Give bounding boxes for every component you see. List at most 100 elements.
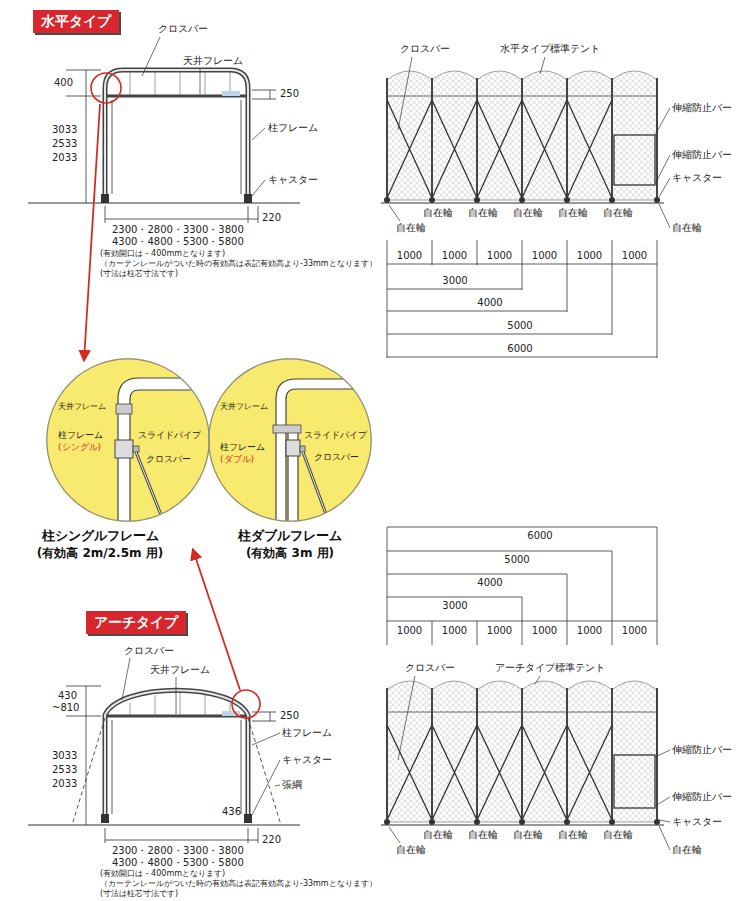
detail-circle: 天井フレーム柱フレーム(シングル)スライドパイプクロスバー柱シングルフレーム(有… bbox=[46, 358, 210, 522]
section-banner: アーチタイプ bbox=[86, 611, 186, 634]
note-text: (有効開口は－400mmとなります) bbox=[100, 869, 225, 879]
tent-side-view bbox=[429, 197, 435, 203]
tent-side-view bbox=[387, 681, 657, 822]
tent-side-view bbox=[614, 755, 655, 808]
circle-outline bbox=[47, 359, 209, 521]
part-label: 自在輪 bbox=[603, 829, 633, 841]
dimension-label: 436 bbox=[222, 806, 241, 818]
part-label: アーチタイプ標準テント bbox=[495, 662, 605, 674]
tent-side-view bbox=[387, 78, 657, 200]
dimension-label: 1000 bbox=[577, 250, 602, 262]
leader-line bbox=[389, 57, 670, 228]
part-label: 自在輪 bbox=[558, 207, 588, 219]
single-post-detail bbox=[115, 378, 215, 530]
tent-frame-arch bbox=[112, 720, 241, 814]
tent-frame-front bbox=[130, 71, 230, 95]
dimension-label: 1000 bbox=[442, 250, 467, 262]
tent-frame-front bbox=[101, 70, 252, 203]
dimension-label: 250 bbox=[280, 88, 299, 100]
highlight-arrow bbox=[232, 690, 260, 718]
part-label: 自在輪 bbox=[513, 829, 543, 841]
double-post-detail bbox=[273, 379, 375, 530]
dimension-label: 3033 bbox=[52, 124, 77, 136]
detail-caption: (有効高 2m/2.5m 用) bbox=[10, 546, 190, 560]
tent-side-view bbox=[564, 197, 570, 203]
double-post-detail bbox=[273, 425, 301, 433]
tent-frame-front bbox=[244, 194, 252, 203]
dimension-label: 2033 bbox=[52, 152, 77, 164]
dimension-label: 4000 bbox=[477, 297, 502, 309]
dimension-label: 1000 bbox=[442, 625, 467, 637]
dimension-label: 2533 bbox=[52, 764, 77, 776]
dimension-line bbox=[387, 240, 657, 358]
tent-side-view bbox=[654, 197, 660, 203]
dimension-label: 3033 bbox=[52, 750, 77, 762]
part-label: 天井フレーム bbox=[150, 664, 210, 676]
detail-caption: (有効高 3m 用) bbox=[200, 546, 380, 560]
part-label: 自在輪 bbox=[468, 207, 498, 219]
tent-frame-front bbox=[222, 91, 240, 96]
double-post-detail bbox=[303, 452, 330, 525]
part-label: 柱フレーム bbox=[58, 430, 103, 441]
tent-frame-arch bbox=[105, 690, 248, 822]
dimension-label: 5000 bbox=[507, 320, 532, 332]
dimension-label: 6000 bbox=[527, 530, 552, 542]
section-title: アーチタイプ bbox=[94, 614, 178, 631]
tent-frame-arch bbox=[101, 814, 109, 823]
dimension-line bbox=[105, 206, 258, 223]
single-post-detail bbox=[133, 446, 139, 452]
dimension-label: 1000 bbox=[487, 625, 512, 637]
dimension-label: 2033 bbox=[52, 778, 77, 790]
part-label: 自在輪 bbox=[396, 844, 426, 856]
dimension-line bbox=[387, 527, 657, 645]
part-label: クロスバー bbox=[405, 662, 455, 674]
part-label: 自在輪 bbox=[423, 207, 453, 219]
part-label: クロスバー bbox=[124, 645, 174, 657]
note-text: (有効開口は－400mmとなります) bbox=[100, 249, 225, 259]
part-label: 柱フレーム bbox=[268, 122, 318, 134]
dimension-label: 1000 bbox=[397, 250, 422, 262]
dimension-label: 400 bbox=[54, 77, 73, 89]
guy-rope bbox=[72, 718, 281, 825]
dimension-label: 2533 bbox=[52, 138, 77, 150]
part-label: 自在輪 bbox=[558, 829, 588, 841]
part-label: クロスバー bbox=[400, 43, 450, 55]
tent-side-view bbox=[519, 819, 525, 825]
note-text: （カーテンレールがついた時の有効高は表記有効高より-33mmとなります） bbox=[100, 259, 377, 269]
double-post-detail bbox=[286, 440, 300, 456]
dimension-label: 1000 bbox=[622, 250, 647, 262]
dimension-label: 5000 bbox=[504, 554, 529, 566]
part-label: 伸縮防止バー bbox=[672, 744, 732, 756]
single-post-detail bbox=[116, 404, 132, 414]
dimension-line bbox=[387, 527, 657, 645]
leader-line bbox=[389, 676, 670, 850]
single-post-detail bbox=[115, 440, 133, 458]
tent-side-view bbox=[387, 725, 612, 820]
dimension-label: 250 bbox=[280, 710, 299, 722]
part-label: 自在輪 bbox=[423, 829, 453, 841]
dimension-label: 2300・2800・3300・3800 bbox=[112, 845, 244, 857]
tent-side-view bbox=[474, 819, 480, 825]
section-banner: 水平タイプ bbox=[33, 10, 119, 33]
highlight-arrow bbox=[84, 73, 260, 718]
tent-side-view bbox=[384, 197, 390, 203]
dimension-label: 1000 bbox=[532, 250, 557, 262]
tent-side-view bbox=[384, 681, 660, 825]
ground-line bbox=[28, 202, 300, 203]
leader-line bbox=[142, 37, 265, 196]
dimension-label: ~810 bbox=[52, 702, 79, 714]
dimension-label: 4300・4800・5300・5800 bbox=[112, 857, 244, 869]
part-label: キャスター bbox=[672, 172, 722, 184]
leader-line bbox=[122, 658, 280, 815]
dimension-label: 6000 bbox=[507, 343, 532, 355]
detail-caption: 柱シングルフレーム bbox=[10, 528, 190, 544]
part-label: (ダブル) bbox=[220, 454, 254, 465]
leader-line bbox=[122, 658, 280, 815]
tent-side-view bbox=[384, 71, 660, 203]
part-label: 伸縮防止バー bbox=[672, 102, 732, 114]
part-label: 自在輪 bbox=[672, 222, 702, 234]
highlight-arrow bbox=[91, 73, 121, 103]
part-label: 自在輪 bbox=[468, 829, 498, 841]
